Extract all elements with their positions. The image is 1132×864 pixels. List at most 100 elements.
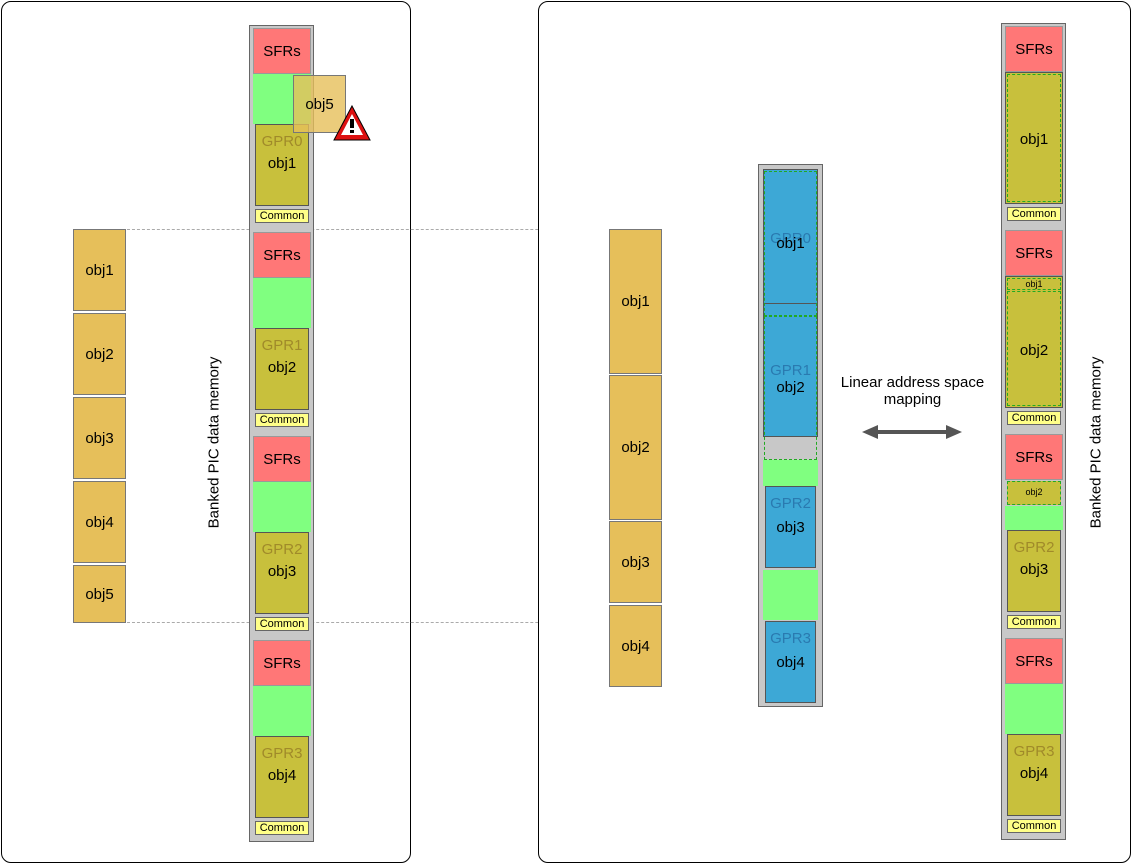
obj-label: obj1 bbox=[621, 293, 650, 310]
bank1-obj2: obj2 bbox=[1007, 291, 1061, 406]
left-obj5: obj5 bbox=[73, 565, 126, 623]
gpr-title: GPR3 bbox=[1013, 743, 1055, 760]
right-banked-column: SFRs obj1 Common SFRs obj1 obj2 Common S… bbox=[1001, 23, 1066, 840]
sfr-label: SFRs bbox=[263, 655, 301, 672]
common-bank2: Common bbox=[255, 617, 309, 631]
linear-free1 bbox=[763, 460, 818, 486]
gpr-title: GPR3 bbox=[770, 630, 811, 647]
free-bank3 bbox=[1005, 684, 1063, 734]
right-obj3: obj3 bbox=[609, 521, 662, 603]
sfr-label: SFRs bbox=[1015, 245, 1053, 262]
guide-line-bottom bbox=[127, 622, 608, 623]
common-bank3: Common bbox=[1007, 819, 1061, 833]
gpr0-cell bbox=[1005, 72, 1063, 204]
sfr-bank2: SFRs bbox=[253, 436, 311, 482]
left-banked-column: SFRs GPR0 obj1 Common SFRs GPR1 obj2 Com… bbox=[249, 25, 314, 842]
banked-memory-label-right: Banked PIC data memory bbox=[1087, 356, 1105, 529]
gpr3-cell: GPR3 obj4 bbox=[255, 736, 309, 818]
obj-label: obj1 bbox=[85, 261, 114, 279]
double-arrow-icon bbox=[862, 425, 962, 439]
gpr-title: GPR2 bbox=[1013, 539, 1055, 556]
sfr-label: SFRs bbox=[1015, 449, 1053, 466]
guide-line-top bbox=[127, 229, 608, 230]
right-obj1: obj1 bbox=[609, 229, 662, 374]
bank0-obj1: obj1 bbox=[1007, 74, 1061, 202]
left-obj1: obj1 bbox=[73, 229, 126, 311]
left-obj2: obj2 bbox=[73, 313, 126, 395]
sfr-bank1: SFRs bbox=[253, 232, 311, 278]
common-bank1: Common bbox=[1007, 411, 1061, 425]
gpr-title: GPR2 bbox=[261, 541, 303, 558]
obj-label: obj3 bbox=[1019, 561, 1049, 578]
linear-free2 bbox=[763, 570, 818, 620]
sfr-label: SFRs bbox=[263, 451, 301, 468]
banked-memory-label-left: Banked PIC data memory bbox=[205, 356, 223, 529]
bank2-obj2-part: obj2 bbox=[1007, 481, 1061, 505]
obj-label: obj5 bbox=[85, 585, 114, 603]
sfr-label: SFRs bbox=[1015, 41, 1053, 58]
sfr-bank3: SFRs bbox=[253, 640, 311, 686]
obj-label: obj3 bbox=[621, 553, 650, 571]
common-bank1: Common bbox=[255, 413, 309, 427]
obj-label: obj3 bbox=[267, 563, 297, 580]
gpr-title: GPR0 bbox=[261, 133, 303, 150]
obj-label: obj4 bbox=[85, 513, 114, 531]
right-obj4: obj4 bbox=[609, 605, 662, 687]
obj-label: obj2 bbox=[621, 439, 650, 456]
gpr1-cell: GPR1 obj2 bbox=[255, 328, 309, 410]
linear-gpr3: GPR3 obj4 bbox=[765, 621, 816, 703]
obj-label: obj3 bbox=[85, 429, 114, 447]
left-obj4: obj4 bbox=[73, 481, 126, 563]
obj-label: obj4 bbox=[621, 637, 650, 655]
sfr-label: SFRs bbox=[263, 43, 301, 60]
overflow-obj5: obj5 bbox=[293, 75, 346, 133]
linear-gpr2: GPR2 obj3 bbox=[765, 486, 816, 568]
sfr-label: SFRs bbox=[1015, 653, 1053, 670]
warning-triangle-icon bbox=[333, 104, 371, 141]
obj-label: obj2 bbox=[776, 379, 805, 396]
sfr-label: SFRs bbox=[263, 247, 301, 264]
right-obj2: obj2 bbox=[609, 375, 662, 520]
common-bank0: Common bbox=[255, 209, 309, 223]
obj-label: obj1 bbox=[1019, 131, 1049, 148]
sfr-bank3: SFRs bbox=[1005, 638, 1063, 684]
gpr1-cell bbox=[1005, 276, 1063, 408]
gpr-title: GPR2 bbox=[770, 495, 811, 512]
gpr2-cell: GPR2 obj3 bbox=[1007, 530, 1061, 612]
obj-label: obj2 bbox=[1025, 487, 1043, 497]
linear-gpr0: GPR0 bbox=[763, 169, 818, 303]
mapping-label: Linear address space mapping bbox=[840, 374, 985, 408]
obj-label: obj4 bbox=[1019, 765, 1049, 782]
linear-obj2: obj2 bbox=[764, 316, 817, 460]
gpr2-cell: GPR2 obj3 bbox=[255, 532, 309, 614]
gpr-title: GPR1 bbox=[770, 362, 811, 379]
obj-label: obj1 bbox=[267, 155, 297, 172]
obj-label: obj2 bbox=[85, 345, 114, 363]
bank1-obj1-part: obj1 bbox=[1007, 278, 1061, 290]
sfr-bank2: SFRs bbox=[1005, 434, 1063, 480]
free-bank3 bbox=[253, 686, 311, 736]
obj-label: obj3 bbox=[776, 519, 805, 536]
linear-obj1: obj1 bbox=[764, 171, 817, 316]
obj-label: obj2 bbox=[1019, 342, 1049, 359]
common-bank2: Common bbox=[1007, 615, 1061, 629]
common-bank0: Common bbox=[1007, 207, 1061, 221]
left-panel bbox=[1, 1, 411, 863]
common-bank3: Common bbox=[255, 821, 309, 835]
obj-label: obj4 bbox=[267, 767, 297, 784]
linear-gpr1: GPR1 bbox=[763, 303, 818, 437]
free-bank2 bbox=[253, 482, 311, 532]
gpr-title: GPR0 bbox=[770, 230, 811, 247]
left-obj3: obj3 bbox=[73, 397, 126, 479]
sfr-bank1: SFRs bbox=[1005, 230, 1063, 276]
obj-label: obj1 bbox=[1025, 279, 1043, 289]
obj-label: obj5 bbox=[305, 95, 334, 113]
gpr-title: GPR1 bbox=[261, 337, 303, 354]
sfr-bank0: SFRs bbox=[253, 28, 311, 74]
gpr3-cell: GPR3 obj4 bbox=[1007, 734, 1061, 816]
linear-column: GPR0 GPR1 obj1 obj2 GPR2 obj3 GPR3 obj4 bbox=[758, 164, 823, 707]
gpr-title: GPR3 bbox=[261, 745, 303, 762]
obj-label: obj4 bbox=[776, 654, 805, 671]
obj-label: obj1 bbox=[776, 235, 805, 252]
free-bank1 bbox=[253, 278, 311, 328]
